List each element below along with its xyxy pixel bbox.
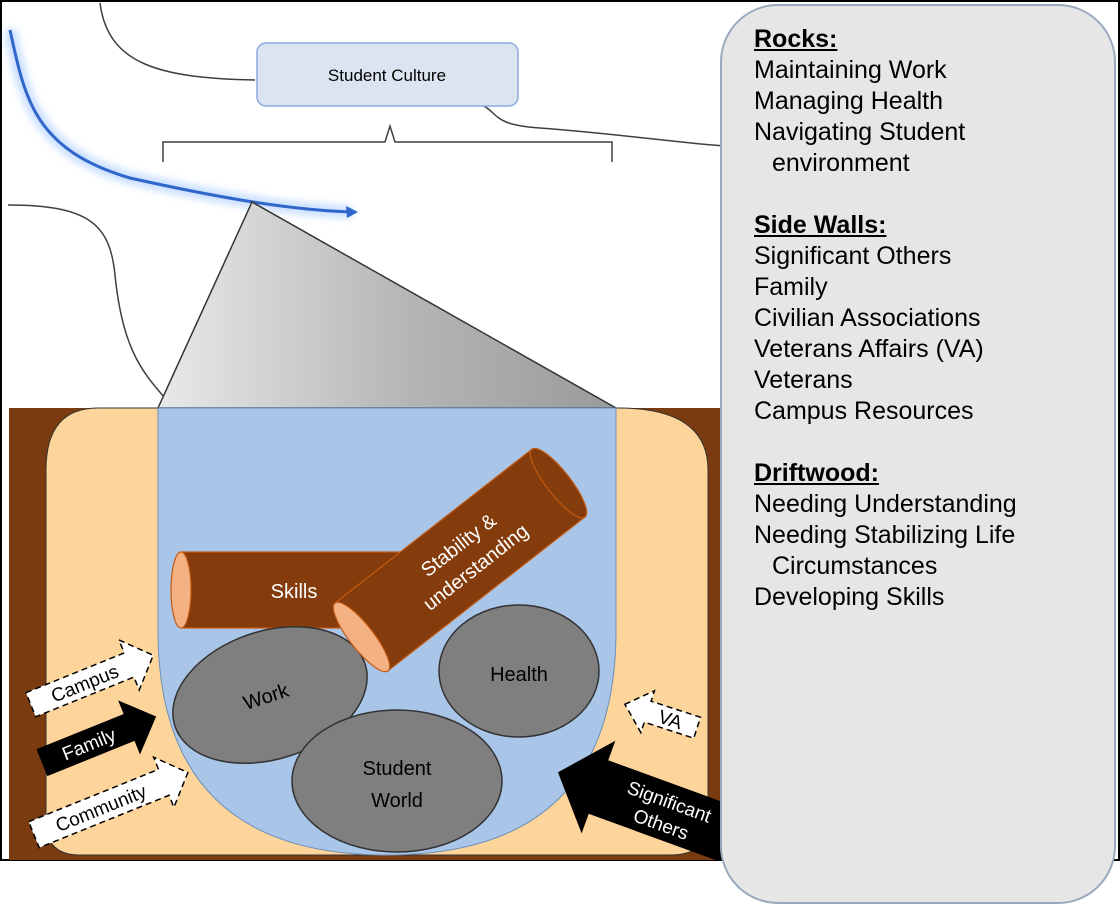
walls-item-5: Veterans	[754, 366, 853, 394]
driftwood-item-2: Needing Stabilizing Life	[754, 521, 1016, 549]
stability-log: Stability & understanding	[332, 447, 588, 673]
rock-student-world: Student World	[291, 709, 503, 853]
legend-panel: Rocks: Maintaining Work Managing Health …	[720, 4, 1116, 904]
rocks-item-1: Maintaining Work	[754, 56, 947, 84]
skills-label: Skills	[271, 581, 318, 603]
walls-item-3: Civilian Associations	[754, 304, 981, 332]
student-culture-box: Student Culture	[256, 42, 519, 107]
walls-item-6: Campus Resources	[754, 397, 974, 425]
walls-item-2: Family	[754, 273, 828, 301]
culture-bracket	[162, 123, 613, 162]
walls-item-4: Veterans Affairs (VA)	[754, 335, 984, 363]
student-world-label-1: Student	[363, 758, 432, 780]
blue-stream	[4, 28, 358, 218]
driftwood-item-3: Developing Skills	[754, 583, 945, 611]
walls-item-1: Significant Others	[754, 242, 952, 270]
rocks-item-2: Managing Health	[754, 87, 944, 115]
rocks-item-3: Navigating Student	[754, 118, 966, 146]
walls-heading: Side Walls:	[754, 211, 887, 239]
rocks-item-3-cont: environment	[772, 149, 910, 177]
rock-work: Work	[172, 625, 368, 765]
driftwood-heading: Driftwood:	[754, 459, 879, 487]
student-world-label-2: World	[371, 790, 423, 812]
driftwood-item-2-cont: Circumstances	[772, 552, 938, 580]
tributary-lines	[7, 2, 725, 399]
rock-health: Health	[438, 604, 600, 738]
driftwood-item-1: Needing Understanding	[754, 490, 1017, 518]
health-label: Health	[490, 664, 548, 686]
student-culture-label: Student Culture	[328, 66, 446, 85]
rocks-heading: Rocks:	[754, 25, 838, 53]
